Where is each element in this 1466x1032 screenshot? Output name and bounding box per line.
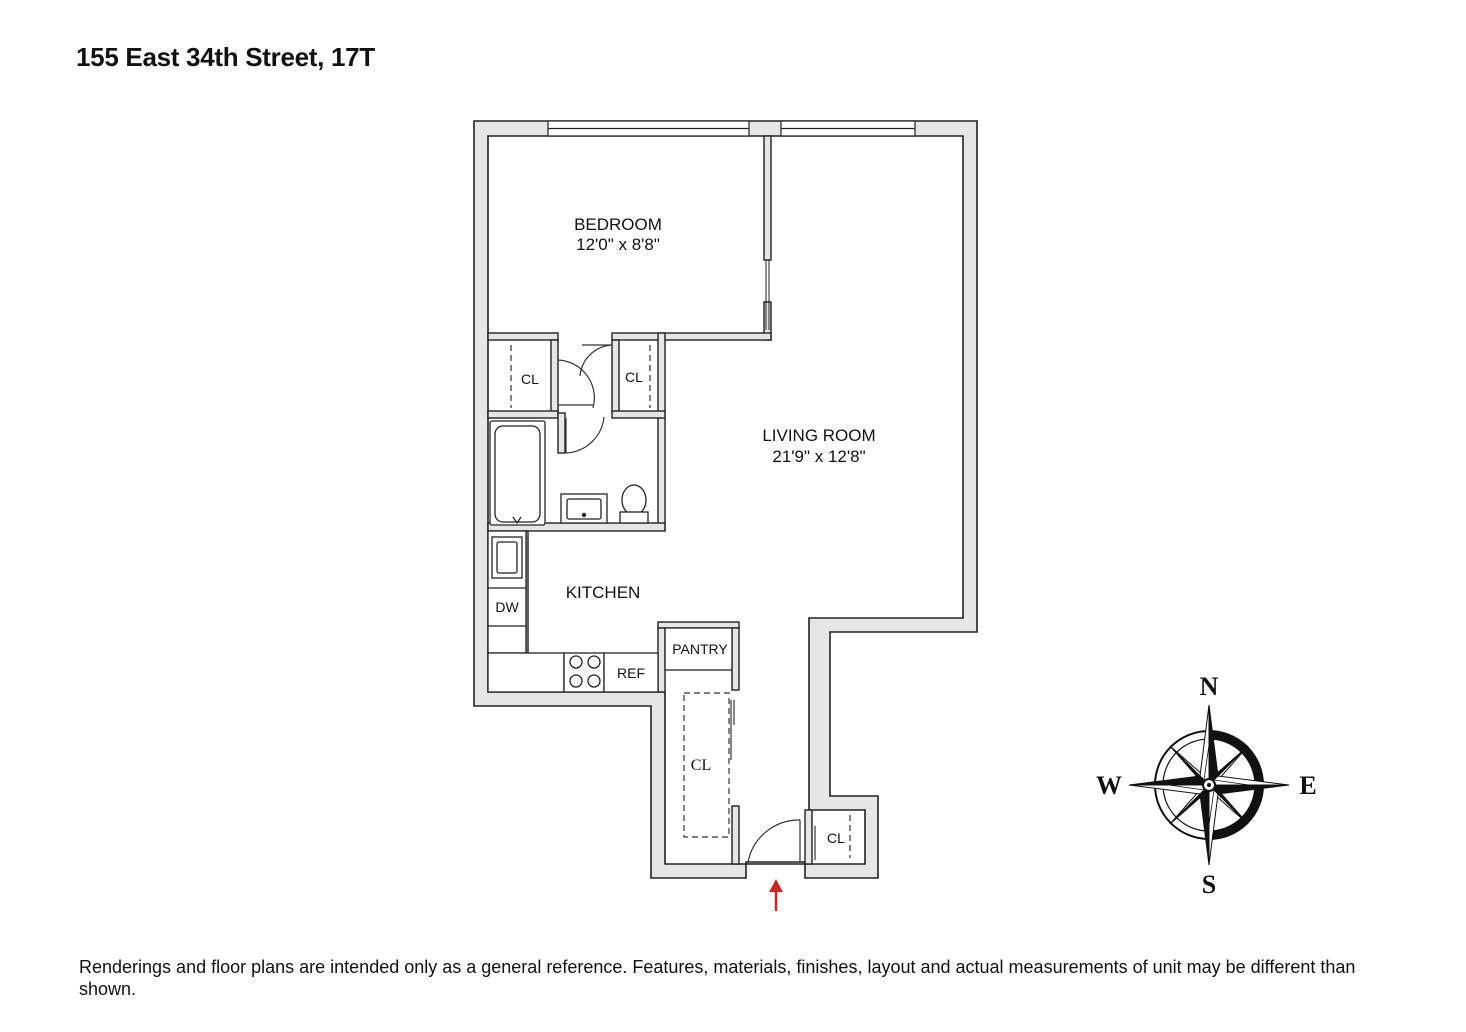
disclaimer-text: Renderings and floor plans are intended … [79,957,1356,999]
living-room-name: LIVING ROOM [762,426,875,445]
toilet [619,484,649,524]
entry-closet-label: CL [827,830,845,846]
compass-ring-shade [1209,731,1263,839]
exterior-walls [473,120,978,879]
interior-walls [487,135,813,865]
closet-rods [510,345,851,858]
compass-rose: N S W E [1096,672,1317,899]
pantry-label: PANTRY [672,641,728,657]
living-room-dimensions: 21'9" x 12'8" [772,447,865,466]
closet-label-right: CL [625,369,643,385]
dishwasher-label: DW [495,599,519,615]
compass-west-label: W [1096,771,1122,800]
bedroom-dimensions: 12'0" x 8'8" [576,235,660,254]
bedroom-name: BEDROOM [574,215,662,234]
pantry-box [664,627,733,671]
bathroom-sink [560,493,608,524]
refrigerator-label: REF [617,665,645,681]
page-title: 155 East 34th Street, 17T [76,42,375,72]
bedroom-door [765,260,770,330]
kitchen-name: KITCHEN [566,583,641,602]
bathtub [489,420,546,526]
windows [547,120,916,137]
kitchen-counters [487,530,659,693]
entry-arrow [769,879,783,911]
compass-south-label: S [1202,870,1216,899]
compass-east-label: E [1299,771,1316,800]
door-swings [557,344,816,863]
hall-closet-label: CL [691,757,711,774]
compass-north-label: N [1200,672,1219,701]
closet-label-left: CL [521,371,539,387]
